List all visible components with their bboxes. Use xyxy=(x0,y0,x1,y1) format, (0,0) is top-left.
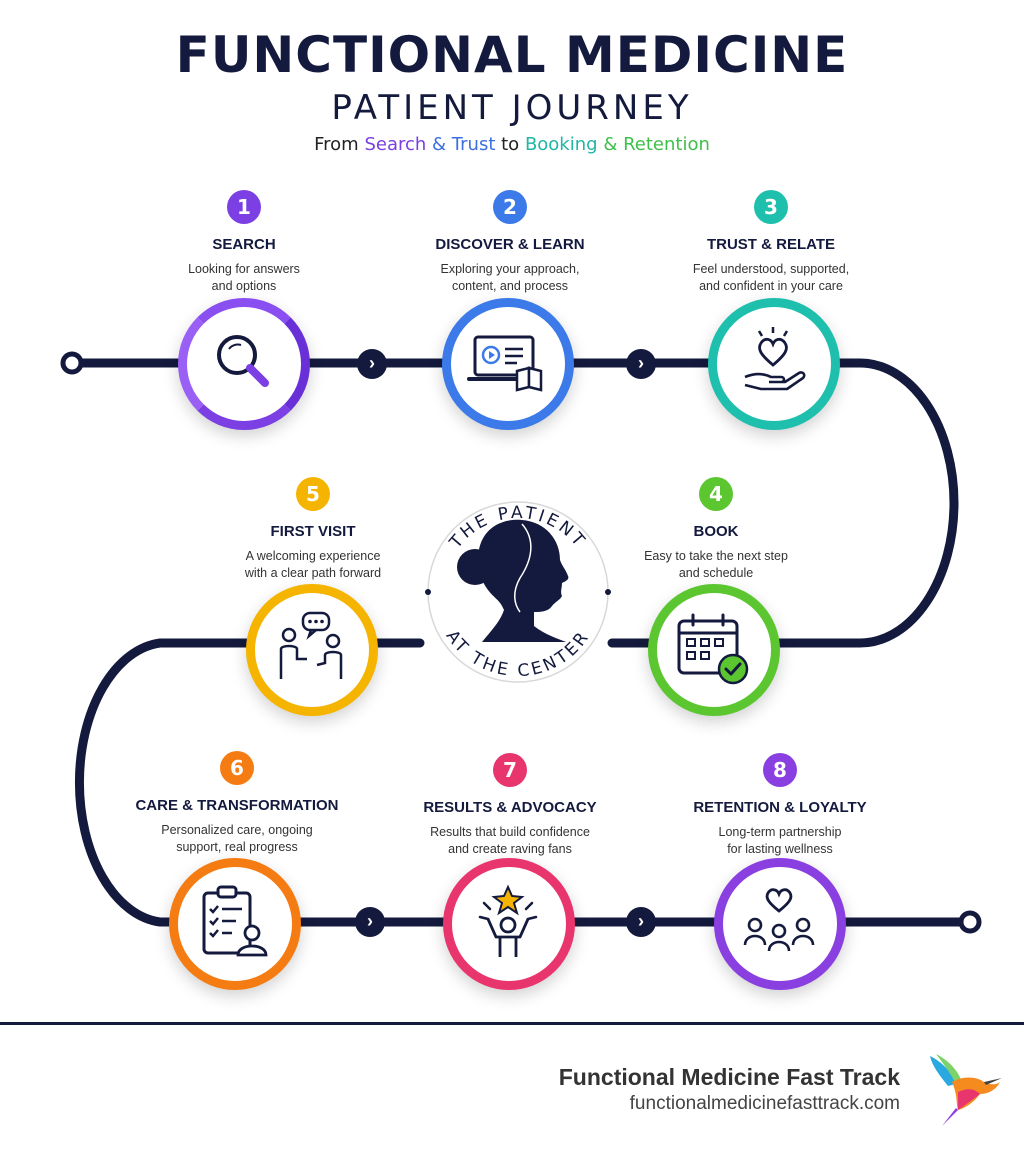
stage-4-ring xyxy=(648,584,780,716)
stage-description: Results that build confidence and create… xyxy=(390,824,630,858)
stage-book: 4 BOOK Easy to take the next step and sc… xyxy=(596,477,836,582)
stage-desc-line: for lasting wellness xyxy=(727,842,833,856)
stage-desc-line: Easy to take the next step xyxy=(644,549,788,563)
stage-care-transformation: 6 CARE & TRANSFORMATION Personalized car… xyxy=(117,751,357,856)
star-celebration-icon xyxy=(478,884,538,957)
stage-description: Easy to take the next step and schedule xyxy=(596,548,836,582)
tagline-to: to xyxy=(501,134,520,155)
stage-desc-line: content, and process xyxy=(451,279,569,293)
brand-block: Functional Medicine Fast Track functiona… xyxy=(559,1064,900,1115)
stage-retention-loyalty: 8 RETENTION & LOYALTY Long-term partners… xyxy=(660,753,900,858)
stage-3-ring xyxy=(708,298,840,430)
calendar-check-icon xyxy=(677,613,749,685)
group-heart-icon xyxy=(743,888,815,952)
brand-name: Functional Medicine Fast Track xyxy=(558,1064,900,1090)
center-dot-right xyxy=(605,589,611,595)
magnifier-icon xyxy=(217,335,269,387)
stage-desc-line: Feel understood, supported, xyxy=(692,262,850,276)
stage-discover-learn: 2 DISCOVER & LEARN Exploring your approa… xyxy=(390,190,630,295)
stage-desc-line: and schedule xyxy=(678,566,754,580)
arrow-2-3: › xyxy=(626,349,656,379)
stage-description: Personalized care, ongoing support, real… xyxy=(117,822,357,856)
stage-description: Exploring your approach, content, and pr… xyxy=(390,261,630,295)
stage-8-ring xyxy=(714,858,846,990)
stage-number-badge: 6 xyxy=(220,751,254,785)
tagline-trust: Trust xyxy=(451,134,496,155)
stage-description: A welcoming experience with a clear path… xyxy=(193,548,433,582)
stage-desc-line: and options xyxy=(211,279,277,293)
stage-description: Long-term partnership for lasting wellne… xyxy=(660,824,900,858)
stage-title: DISCOVER & LEARN xyxy=(435,236,585,253)
brand-url[interactable]: functionalmedicinefasttrack.com xyxy=(629,1093,900,1114)
stage-title: BOOK xyxy=(693,523,739,540)
center-dot-left xyxy=(425,589,431,595)
stage-1-ring xyxy=(178,298,310,430)
track-end-node xyxy=(958,910,982,934)
page-subtitle: PATIENT JOURNEY xyxy=(331,88,693,128)
silhouette-highlight xyxy=(514,523,532,613)
stage-description: Looking for answers and options xyxy=(124,261,364,295)
stage-desc-line: and create raving fans xyxy=(448,842,572,856)
stage-title: RESULTS & ADVOCACY xyxy=(423,799,597,816)
stage-desc-line: Long-term partnership xyxy=(718,825,842,839)
stage-number-badge: 5 xyxy=(296,477,330,511)
footer-divider xyxy=(0,1022,1024,1025)
track-start-node xyxy=(60,351,84,375)
stage-desc-line: A welcoming experience xyxy=(245,549,381,563)
stage-7-ring xyxy=(443,858,575,990)
stage-5-ring xyxy=(246,584,378,716)
stage-number-badge: 4 xyxy=(699,477,733,511)
stage-desc-line: Personalized care, ongoing xyxy=(161,823,313,837)
arrow-7-8: › xyxy=(626,907,656,937)
tagline-amp-2: & xyxy=(603,134,618,155)
stage-title: CARE & TRANSFORMATION xyxy=(135,797,339,814)
track-path xyxy=(67,358,975,927)
stage-title: FIRST VISIT xyxy=(270,523,356,540)
stage-title: TRUST & RELATE xyxy=(706,236,836,253)
stage-search: 1 SEARCH Looking for answers and options xyxy=(124,190,364,295)
tagline-from: From xyxy=(314,134,359,155)
stage-6-ring xyxy=(169,858,301,990)
stage-desc-line: and confident in your care xyxy=(699,279,843,293)
stage-number-badge: 1 xyxy=(227,190,261,224)
stage-desc-line: Looking for answers xyxy=(188,262,300,276)
tagline-amp-1: & xyxy=(432,134,447,155)
heart-hand-icon xyxy=(744,327,806,391)
stage-results-advocacy: 7 RESULTS & ADVOCACY Results that build … xyxy=(390,753,630,858)
laptop-book-icon xyxy=(467,335,543,392)
tagline-search: Search xyxy=(364,134,427,155)
arrow-1-2: › xyxy=(357,349,387,379)
stage-2-ring xyxy=(442,298,574,430)
stage-number-badge: 7 xyxy=(493,753,527,787)
stage-trust-relate: 3 TRUST & RELATE Feel understood, suppor… xyxy=(651,190,891,295)
hummingbird-logo-icon xyxy=(930,1054,1002,1126)
stage-description: Feel understood, supported, and confiden… xyxy=(651,261,891,295)
stage-title: RETENTION & LOYALTY xyxy=(693,799,867,816)
stage-desc-line: Exploring your approach, xyxy=(440,262,580,276)
page-title: FUNCTIONAL MEDICINE xyxy=(175,26,849,84)
arrow-6-7: › xyxy=(355,907,385,937)
conversation-icon xyxy=(279,611,343,679)
stage-number-badge: 8 xyxy=(763,753,797,787)
tagline: From Search & Trust to Booking & Retenti… xyxy=(0,134,1024,155)
tagline-booking: Booking xyxy=(524,134,598,155)
tagline-retention: Retention xyxy=(623,134,710,155)
stage-number-badge: 2 xyxy=(493,190,527,224)
stage-title: SEARCH xyxy=(212,236,276,253)
stage-number-badge: 3 xyxy=(754,190,788,224)
stage-first-visit: 5 FIRST VISIT A welcoming experience wit… xyxy=(193,477,433,582)
stage-desc-line: support, real progress xyxy=(176,840,298,854)
patient-silhouette-icon xyxy=(457,519,569,642)
stage-desc-line: with a clear path forward xyxy=(244,566,382,580)
stage-desc-line: Results that build confidence xyxy=(430,825,590,839)
clipboard-person-icon xyxy=(202,885,268,957)
